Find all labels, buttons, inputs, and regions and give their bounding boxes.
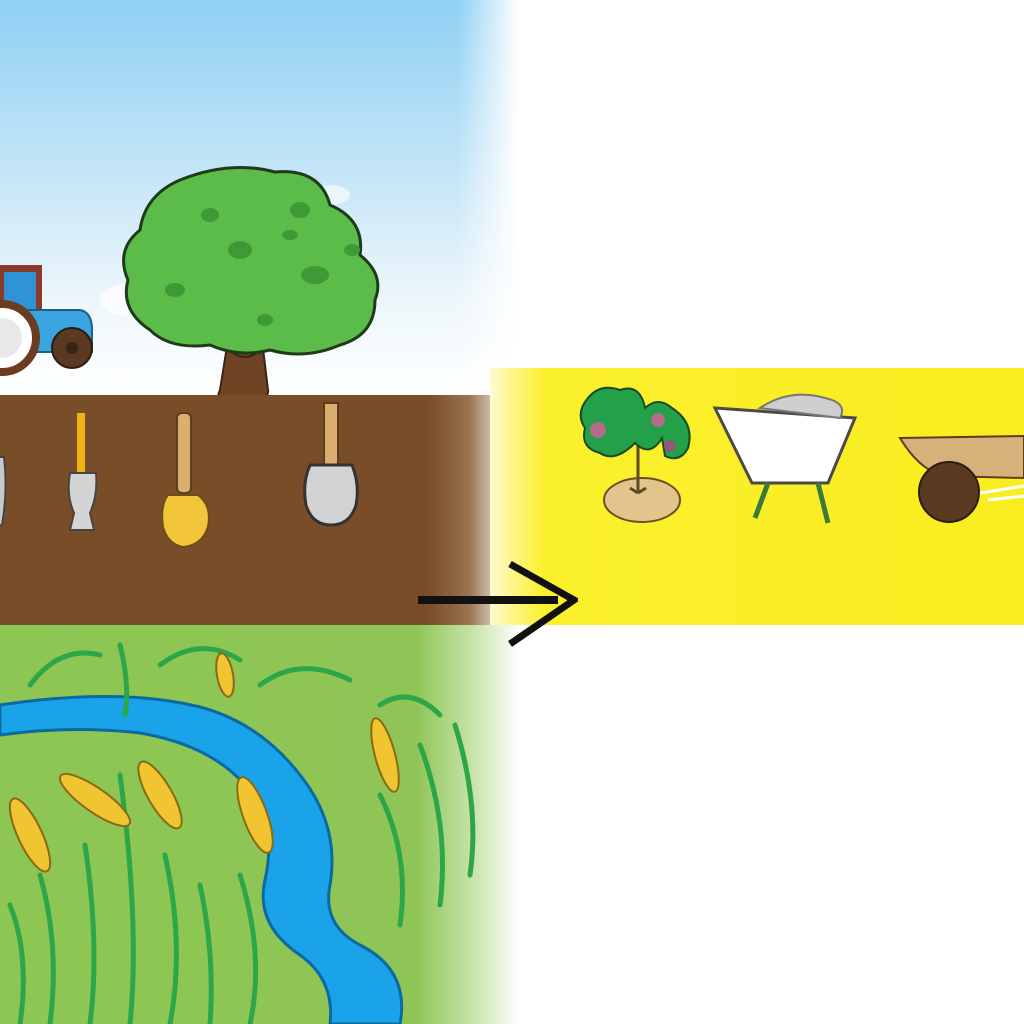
shovel-icon bbox=[303, 402, 359, 527]
trowel-icon bbox=[67, 413, 98, 531]
soil-panel bbox=[0, 395, 510, 625]
arrow-icon bbox=[418, 560, 578, 647]
hoe-icon bbox=[0, 456, 7, 527]
field-scene bbox=[0, 642, 476, 1024]
wheelbarrow-icon bbox=[712, 393, 858, 524]
sky-scene bbox=[0, 166, 380, 395]
sky-panel bbox=[0, 0, 520, 395]
potted-plant-icon bbox=[579, 386, 691, 523]
equipment-scene bbox=[579, 386, 1024, 524]
tree-icon bbox=[122, 166, 380, 395]
spade-icon bbox=[161, 412, 210, 549]
tools-in-soil bbox=[0, 402, 359, 549]
crop-icon bbox=[8, 652, 400, 873]
tractor-icon bbox=[0, 265, 93, 376]
field-panel bbox=[0, 625, 520, 1024]
equipment-panel bbox=[490, 368, 1024, 625]
river-icon bbox=[0, 694, 404, 1024]
cart-icon bbox=[898, 434, 1024, 523]
